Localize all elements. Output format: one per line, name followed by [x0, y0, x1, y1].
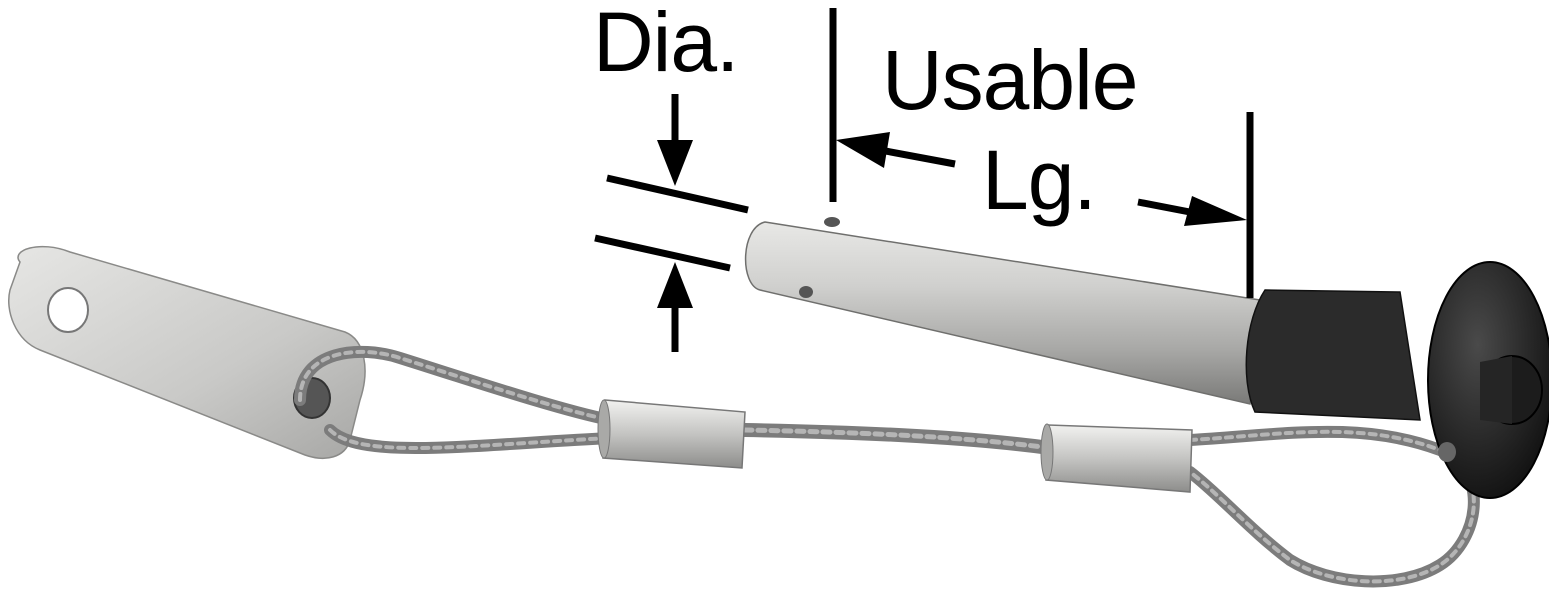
crimp-sleeve-left	[597, 399, 746, 469]
dimension-arrowheads	[657, 132, 1247, 308]
diameter-top-extension	[606, 174, 749, 214]
diameter-arrowhead-down	[657, 140, 693, 186]
diameter-label: Dia.	[593, 0, 739, 89]
diameter-bottom-extension	[594, 234, 731, 272]
wire-cable	[294, 345, 1480, 588]
usable-length-label-line1: Usable	[882, 33, 1138, 127]
locking-ball-side	[799, 286, 813, 298]
crimp-sleeve-right	[1040, 423, 1193, 493]
pin-handle	[1245, 261, 1549, 499]
usable-length-arrow-right-shaft	[1137, 198, 1196, 217]
pin-shaft	[744, 217, 1261, 405]
locking-ball-top	[824, 217, 840, 227]
tab-hole	[47, 287, 89, 333]
lanyard-tab	[8, 245, 366, 459]
usable-length-arrow-left-shaft	[879, 146, 956, 168]
diameter-arrowhead-up	[657, 262, 693, 308]
usable-length-label-line2: Lg.	[982, 133, 1097, 227]
usable-length-arrowhead-right	[1184, 196, 1247, 226]
usable-length-arrowhead-left	[836, 132, 890, 168]
handle-cable-hole	[1438, 442, 1456, 462]
